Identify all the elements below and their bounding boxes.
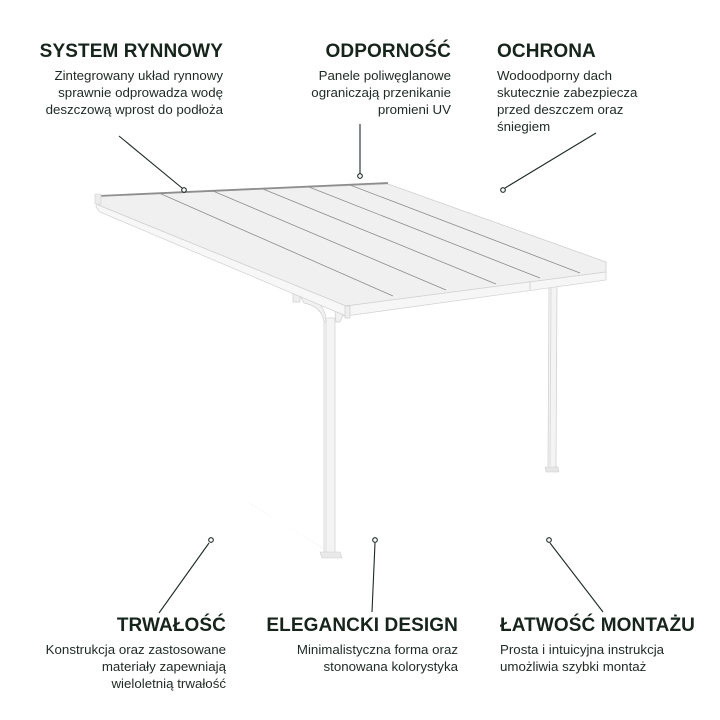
pointer-dot-durability — [208, 537, 214, 543]
feature-title: ŁATWOŚĆ MONTAŻU — [500, 615, 695, 636]
pointer-dot-protection — [500, 187, 506, 193]
feature-elegant-design: ELEGANCKI DESIGN Minimalistyczna forma o… — [266, 615, 458, 675]
pointer-line-assembly — [549, 542, 604, 613]
feature-easy-assembly: ŁATWOŚĆ MONTAŻU Prosta i intuicyjna inst… — [500, 615, 695, 675]
pointer-line-durability — [158, 542, 210, 614]
feature-description: Panele poliwęglanowe ograniczają przenik… — [311, 68, 451, 117]
feature-title: OCHRONA — [497, 41, 596, 62]
feature-description: Wodoodporny dach skutecznie zabezpiecza … — [497, 68, 638, 134]
feature-title: SYSTEM RYNNOWY — [39, 41, 223, 62]
pointer-dot-design — [372, 537, 378, 543]
feature-description: Minimalistyczna forma oraz stonowana kol… — [296, 642, 458, 674]
feature-title: ELEGANCKI DESIGN — [266, 615, 458, 636]
pointer-lines — [118, 124, 604, 614]
feature-title: ODPORNOŚĆ — [325, 41, 451, 62]
feature-title: TRWAŁOŚĆ — [116, 615, 226, 636]
pointer-dot-assembly — [546, 537, 552, 543]
pointer-dot-gutter — [181, 187, 187, 193]
feature-durability: TRWAŁOŚĆ Konstrukcja oraz zastosowane ma… — [46, 615, 226, 692]
feature-description: Konstrukcja oraz zastosowane materiały z… — [45, 642, 226, 691]
feature-protection: OCHRONA Wodoodporny dach skutecznie zabe… — [497, 41, 637, 135]
pointer-line-protection — [504, 132, 597, 189]
pointer-line-design — [371, 542, 376, 613]
pergola-roof — [94, 182, 607, 319]
left-post — [319, 317, 343, 559]
feature-description: Prosta i intuicyjna instrukcja umożliwia… — [500, 642, 665, 674]
pointer-line-gutter — [118, 135, 183, 189]
feature-uv-resistance: ODPORNOŚĆ Panele poliwęglanowe ogranicza… — [311, 41, 451, 118]
feature-gutter-system: SYSTEM RYNNOWY Zintegrowany układ rynnow… — [40, 41, 223, 118]
right-post — [544, 282, 560, 473]
feature-description: Zintegrowany układ rynnowy sprawnie odpr… — [45, 68, 223, 117]
pointer-dot-uv — [357, 173, 363, 179]
ground-shadow — [245, 500, 330, 552]
